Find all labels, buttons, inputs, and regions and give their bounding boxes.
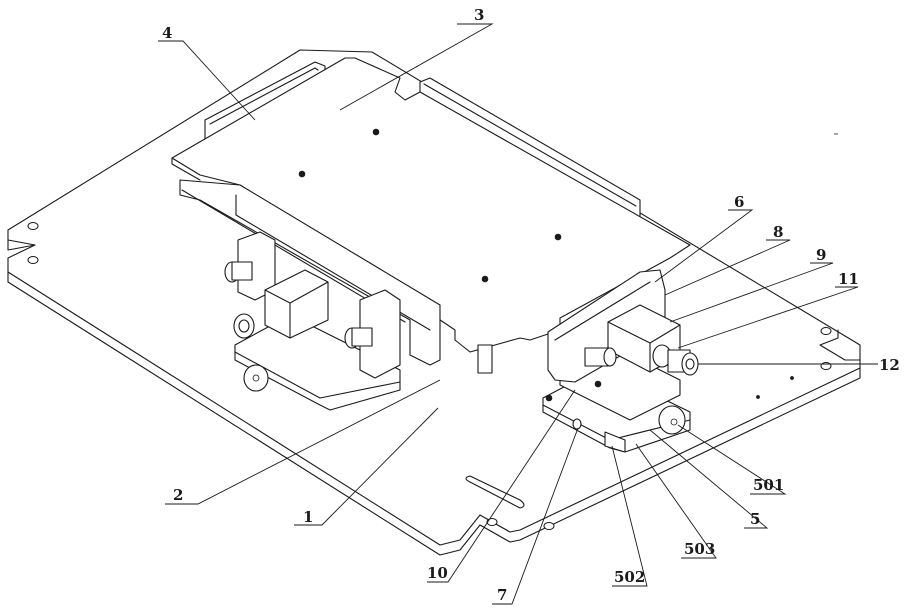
callout-label-5: 5: [750, 510, 760, 528]
callout-label-9: 9: [816, 246, 826, 264]
callout-label-10: 10: [427, 564, 448, 582]
callout-label-8: 8: [773, 223, 783, 241]
right-actuator-module: [542, 269, 699, 453]
callout-label-502: 502: [614, 568, 645, 586]
adjustment-slot: [465, 475, 525, 509]
callout-label-501: 501: [753, 476, 784, 494]
callout-label-7: 7: [497, 586, 507, 604]
screw: [298, 170, 306, 178]
left-actuator-module: [224, 231, 401, 411]
mount-hole: [27, 256, 39, 264]
mount-hole: [486, 518, 498, 526]
callout-label-1: 1: [303, 508, 313, 526]
mount-hole: [820, 327, 832, 335]
screw: [372, 128, 380, 136]
adjustment-knob: [243, 364, 269, 392]
callout-labels: 1 2 3 4 5 6 7 8 9 10 11 12 501 502 503: [162, 6, 900, 604]
leader-lines: [158, 23, 878, 605]
callout-label-6: 6: [734, 193, 744, 211]
mount-hole: [543, 522, 555, 530]
screw: [554, 233, 562, 241]
callout-label-3: 3: [474, 6, 484, 24]
callout-label-2: 2: [173, 486, 183, 504]
top-plate: [171, 57, 691, 353]
callout-label-4: 4: [162, 24, 172, 42]
callout-label-503: 503: [684, 540, 715, 558]
callout-label-11: 11: [838, 270, 859, 288]
callout-label-12: 12: [879, 356, 900, 374]
screw: [481, 275, 489, 283]
mount-hole: [27, 222, 39, 230]
